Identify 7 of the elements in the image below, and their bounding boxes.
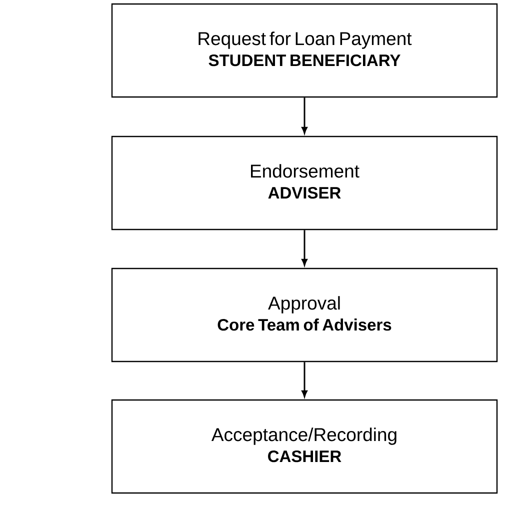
process-box: Acceptance/Recording CASHIER: [111, 399, 498, 494]
arrow: [302, 98, 308, 134]
process-box: Endorsement ADVISER: [111, 136, 498, 230]
arrow: [302, 230, 308, 266]
arrow: [302, 362, 308, 398]
process-box: Request for Loan Payment STUDENT BENEFICIARY: [111, 3, 498, 98]
process-box: Approval Core Team of Advisers: [111, 268, 498, 362]
